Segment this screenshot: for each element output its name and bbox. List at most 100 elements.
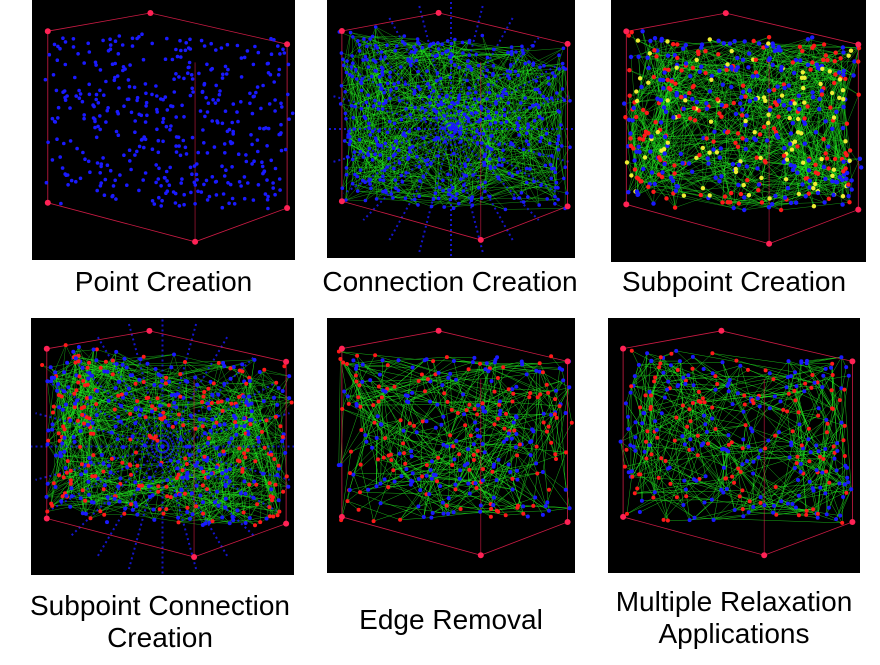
mesh-node	[116, 133, 121, 137]
mesh-node	[154, 180, 158, 185]
mesh-node	[813, 170, 818, 175]
mesh-node	[785, 185, 791, 191]
mesh-node	[825, 58, 830, 63]
mesh-node	[435, 71, 440, 75]
mesh-edge	[668, 87, 727, 106]
mesh-node	[59, 201, 63, 206]
mesh-edge	[458, 178, 499, 204]
mesh-edge	[741, 98, 756, 116]
mesh-node	[485, 144, 490, 149]
mesh-node	[261, 83, 265, 88]
mesh-node	[56, 44, 60, 49]
mesh-edge	[60, 455, 64, 478]
mesh-node	[63, 62, 68, 67]
mesh-edge	[554, 55, 560, 77]
mesh-node	[94, 92, 99, 97]
mesh-node	[531, 63, 535, 67]
mesh-node	[795, 130, 801, 135]
mesh-node	[255, 138, 260, 142]
mesh-node	[856, 92, 861, 97]
mesh-node	[691, 106, 696, 111]
mesh-node	[108, 43, 113, 47]
mesh-edge	[817, 190, 834, 196]
mesh-node	[647, 51, 652, 56]
mesh-node	[222, 174, 227, 178]
mesh-node	[651, 74, 656, 80]
mesh-edge	[217, 491, 273, 501]
mesh-node	[210, 66, 214, 71]
mesh-edge	[83, 423, 103, 456]
mesh-node	[51, 73, 56, 77]
mesh-edge	[375, 41, 403, 46]
mesh-node	[536, 87, 540, 92]
mesh-edge	[657, 98, 697, 109]
mesh-node	[114, 197, 118, 201]
mesh-edge	[737, 41, 745, 68]
mesh-edge	[746, 139, 789, 189]
mesh-node	[189, 73, 194, 77]
mesh-edge	[246, 383, 278, 406]
mesh-node	[837, 95, 842, 101]
mesh-node	[55, 58, 60, 62]
mesh-node	[467, 53, 472, 57]
mesh-node	[137, 144, 142, 149]
mesh-edge	[520, 102, 558, 144]
mesh-edge	[380, 145, 386, 191]
mesh-node	[431, 41, 436, 46]
mesh-node	[798, 58, 803, 63]
mesh-edge	[111, 432, 130, 465]
mesh-node	[374, 197, 379, 201]
mesh-edge	[673, 184, 744, 194]
mesh-node	[827, 69, 832, 74]
mesh-node	[694, 99, 700, 105]
mesh-node	[821, 164, 827, 170]
mesh-edge	[660, 79, 665, 108]
mesh-node	[206, 101, 211, 105]
mesh-edge	[728, 120, 746, 132]
mesh-edge	[789, 143, 847, 180]
mesh-node	[242, 55, 247, 60]
mesh-edge	[676, 86, 693, 94]
mesh-edge	[345, 199, 366, 201]
mesh-node	[826, 166, 831, 171]
mesh-node	[823, 176, 828, 182]
mesh-node	[101, 156, 105, 160]
mesh-node	[199, 38, 204, 43]
mesh-edge	[434, 139, 465, 176]
mesh-node	[531, 44, 535, 48]
mesh-node	[766, 120, 771, 126]
mesh-node	[556, 109, 560, 113]
mesh-edge	[521, 46, 545, 66]
mesh-edge	[768, 59, 797, 91]
mesh-node	[163, 95, 168, 99]
mesh-edge	[264, 369, 279, 389]
mesh-node	[223, 64, 228, 69]
mesh-node	[135, 98, 139, 103]
mesh-node	[534, 102, 538, 107]
subpoint-creation-render	[622, 10, 864, 247]
mesh-node	[349, 65, 354, 69]
mesh-node	[366, 152, 370, 156]
mesh-node	[778, 207, 784, 213]
mesh-node	[454, 127, 459, 131]
mesh-node	[704, 101, 709, 106]
mesh-edge	[495, 122, 556, 197]
mesh-edge	[392, 180, 421, 199]
mesh-edge	[484, 129, 518, 163]
mesh-node	[74, 179, 78, 184]
mesh-edge	[457, 102, 507, 123]
mesh-edge	[510, 64, 537, 82]
mesh-node	[231, 132, 235, 136]
mesh-node	[110, 62, 115, 66]
mesh-node	[512, 196, 516, 200]
mesh-node	[400, 180, 405, 184]
mesh-node	[423, 108, 428, 112]
mesh-node	[384, 190, 388, 195]
mesh-node	[690, 65, 696, 71]
mesh-node	[172, 90, 177, 94]
mesh-edge	[481, 142, 504, 151]
mesh-node	[810, 90, 815, 95]
mesh-node	[631, 105, 636, 111]
mesh-node	[361, 155, 366, 159]
mesh-edge	[742, 41, 745, 86]
